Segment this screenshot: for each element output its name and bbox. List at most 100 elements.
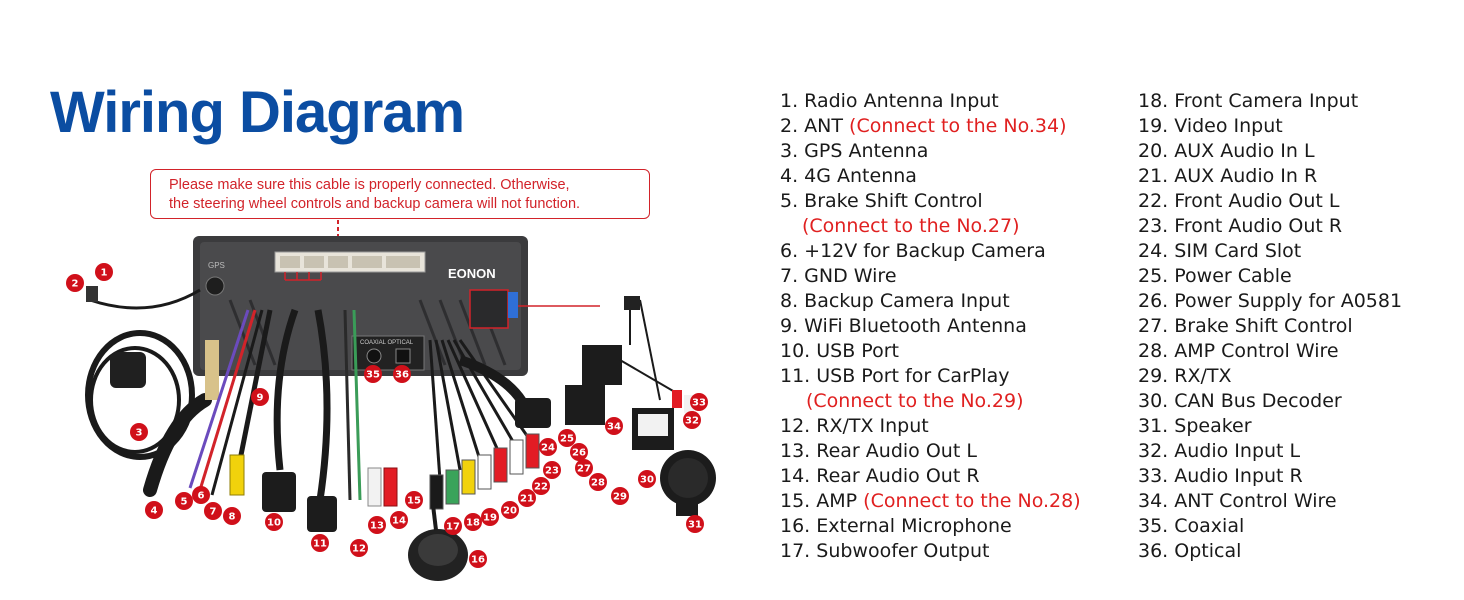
legend-item: 8. Backup Camera Input xyxy=(780,289,1081,314)
svg-text:8: 8 xyxy=(229,512,236,523)
legend-item-text: 34. ANT Control Wire xyxy=(1138,490,1337,512)
svg-text:14: 14 xyxy=(392,516,406,527)
legend-item-note: (Connect to the No.27) xyxy=(802,215,1020,237)
svg-text:16: 16 xyxy=(471,555,485,566)
legend-item: 30. CAN Bus Decoder xyxy=(1138,389,1402,414)
badge-5: 5 xyxy=(175,492,193,510)
legend-item-text: 36. Optical xyxy=(1138,540,1242,562)
legend-item: 10. USB Port xyxy=(780,339,1081,364)
warning-line-2: the steering wheel controls and backup c… xyxy=(169,196,581,212)
legend-item-text: 10. USB Port xyxy=(780,340,899,362)
legend-item-text: 26. Power Supply for A0581 xyxy=(1138,290,1403,312)
svg-text:29: 29 xyxy=(613,492,627,503)
badge-31: 31 xyxy=(686,515,704,533)
legend-item-text: 12. RX/TX Input xyxy=(780,415,929,437)
svg-text:11: 11 xyxy=(313,539,327,550)
badge-35: 35 xyxy=(364,365,382,383)
legend-item-text: 18. Front Camera Input xyxy=(1138,90,1359,112)
legend-item-text: 6. +12V for Backup Camera xyxy=(780,240,1046,262)
legend-item: 2. ANT (Connect to the No.34) xyxy=(780,114,1081,139)
svg-text:23: 23 xyxy=(545,466,559,477)
legend-item: 29. RX/TX xyxy=(1138,364,1402,389)
legend-item-text: 1. Radio Antenna Input xyxy=(780,90,999,112)
legend-item-note: (Connect to the No.28) xyxy=(863,490,1081,512)
badge-20: 20 xyxy=(501,501,519,519)
badge-16: 16 xyxy=(469,550,487,568)
legend-column-2: 18. Front Camera Input 19. Video Input 20.… xyxy=(1138,89,1402,564)
legend-item-text: 15. AMP xyxy=(780,490,864,512)
svg-text:20: 20 xyxy=(503,506,517,517)
legend-item: 16. External Microphone xyxy=(780,514,1081,539)
legend-item-text: 19. Video Input xyxy=(1138,115,1283,137)
legend-item: (Connect to the No.29) xyxy=(780,389,1081,414)
svg-text:35: 35 xyxy=(366,370,380,381)
legend-item-text: 14. Rear Audio Out R xyxy=(780,465,980,487)
legend-item-text: 8. Backup Camera Input xyxy=(780,290,1010,312)
svg-text:3: 3 xyxy=(136,428,143,439)
svg-text:34: 34 xyxy=(607,422,621,433)
svg-text:21: 21 xyxy=(520,494,534,505)
badge-8: 8 xyxy=(223,507,241,525)
badge-17: 17 xyxy=(444,517,462,535)
legend-item-text: 31. Speaker xyxy=(1138,415,1252,437)
badge-29: 29 xyxy=(611,487,629,505)
gps-antenna xyxy=(85,330,195,460)
badge-2: 2 xyxy=(66,274,84,292)
legend-item-note: (Connect to the No.29) xyxy=(806,390,1024,412)
svg-text:25: 25 xyxy=(560,434,574,445)
legend-item: 1. Radio Antenna Input xyxy=(780,89,1081,114)
badge-9: 9 xyxy=(251,388,269,406)
legend-item-text: 16. External Microphone xyxy=(780,515,1012,537)
badge-27: 27 xyxy=(575,459,593,477)
legend-item-text: 30. CAN Bus Decoder xyxy=(1138,390,1342,412)
badge-15: 15 xyxy=(405,491,423,509)
warning-callout: Please make sure this cable is properly … xyxy=(150,169,650,219)
badge-22: 22 xyxy=(532,477,550,495)
badge-36: 36 xyxy=(393,365,411,383)
legend-item: 20. AUX Audio In L xyxy=(1138,139,1402,164)
legend-item-text: 35. Coaxial xyxy=(1138,515,1245,537)
legend-item-text: 2. ANT xyxy=(780,115,850,137)
legend-item: 12. RX/TX Input xyxy=(780,414,1081,439)
legend-item: 26. Power Supply for A0581 xyxy=(1138,289,1402,314)
badge-19: 19 xyxy=(481,508,499,526)
badge-23: 23 xyxy=(543,461,561,479)
legend-item: 24. SIM Card Slot xyxy=(1138,239,1402,264)
svg-text:28: 28 xyxy=(591,478,605,489)
legend-item-text: 9. WiFi Bluetooth Antenna xyxy=(780,315,1027,337)
badge-14: 14 xyxy=(390,511,408,529)
svg-text:1: 1 xyxy=(101,268,108,279)
legend-item: 11. USB Port for CarPlay xyxy=(780,364,1081,389)
legend-item-text: 5. Brake Shift Control xyxy=(780,190,983,212)
legend-item: 17. Subwoofer Output xyxy=(780,539,1081,564)
legend-item-text: 23. Front Audio Out R xyxy=(1138,215,1343,237)
head-unit: EONON GPS COAXIAL OPTICAL xyxy=(193,236,600,376)
badge-3: 3 xyxy=(130,423,148,441)
legend-item-text: 3. GPS Antenna xyxy=(780,140,929,162)
legend-item-text: 28. AMP Control Wire xyxy=(1138,340,1339,362)
brand-logo: EONON xyxy=(448,266,496,281)
legend-item: 7. GND Wire xyxy=(780,264,1081,289)
legend-item-text: 22. Front Audio Out L xyxy=(1138,190,1340,212)
badge-34: 34 xyxy=(605,417,623,435)
svg-text:31: 31 xyxy=(688,520,702,531)
legend-item-text: 13. Rear Audio Out L xyxy=(780,440,977,462)
legend-item-text: 29. RX/TX xyxy=(1138,365,1232,387)
legend-item: 25. Power Cable xyxy=(1138,264,1402,289)
svg-text:12: 12 xyxy=(352,544,366,555)
legend-item: 27. Brake Shift Control xyxy=(1138,314,1402,339)
legend-item: 33. Audio Input R xyxy=(1138,464,1402,489)
svg-text:5: 5 xyxy=(181,497,188,508)
legend-item: 14. Rear Audio Out R xyxy=(780,464,1081,489)
svg-text:13: 13 xyxy=(370,521,384,532)
legend-item: 36. Optical xyxy=(1138,539,1402,564)
legend-item-text: 17. Subwoofer Output xyxy=(780,540,990,562)
legend-item-text: 20. AUX Audio In L xyxy=(1138,140,1315,162)
legend-item: 28. AMP Control Wire xyxy=(1138,339,1402,364)
legend-item: 31. Speaker xyxy=(1138,414,1402,439)
legend-item: 3. GPS Antenna xyxy=(780,139,1081,164)
legend-item: 15. AMP (Connect to the No.28) xyxy=(780,489,1081,514)
badge-24: 24 xyxy=(539,438,557,456)
coax-optical-label: COAXIAL OPTICAL xyxy=(360,340,414,346)
